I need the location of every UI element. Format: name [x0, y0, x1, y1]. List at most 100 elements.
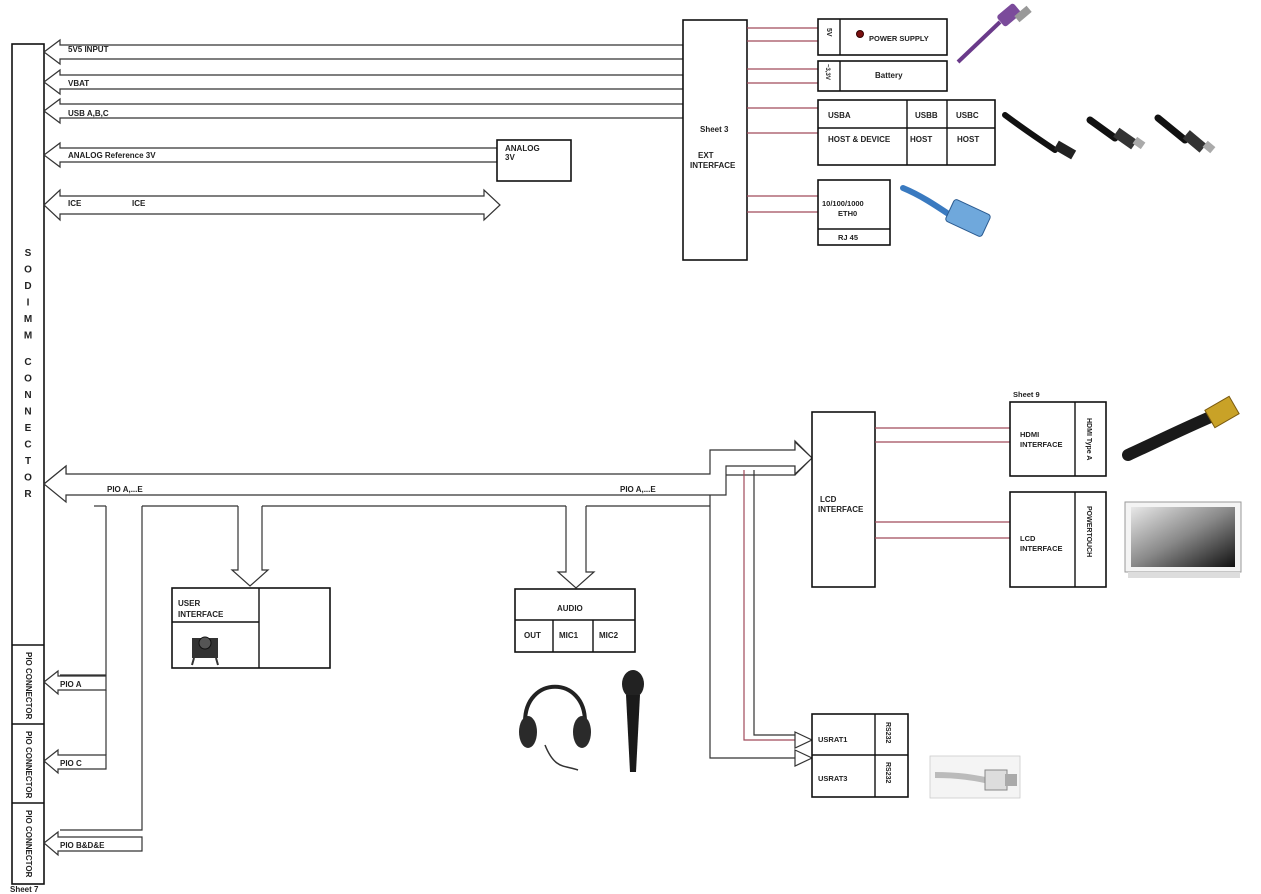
- ethernet-box: 10/100/1000 ETH0 RJ 45: [817, 179, 891, 246]
- arrow-to-usart3: [794, 749, 814, 767]
- sodimm-letter: O: [24, 473, 32, 484]
- sodimm-letter: N: [24, 407, 31, 418]
- lcd2-line2: INTERFACE: [1020, 544, 1063, 553]
- monitor-icon: [1124, 501, 1242, 578]
- arrow-ice: [43, 188, 501, 222]
- hdmi-line1: HDMI: [1020, 430, 1039, 439]
- arrow-to-audio: [556, 506, 596, 589]
- label-ice-mid: ICE: [132, 199, 146, 208]
- rs232-label-1: RS232: [884, 722, 891, 744]
- pio-connector-label-2: PIO CONNECTOR: [24, 731, 33, 799]
- lcd-interface-box: LCD INTERFACE: [811, 411, 876, 588]
- headphones-icon: [519, 684, 591, 771]
- usart-bus: [709, 470, 814, 767]
- arrow-to-user-interface: [230, 506, 270, 587]
- eth-line1: 10/100/1000: [822, 199, 864, 208]
- sodimm-letter: R: [24, 489, 32, 500]
- ext-line2: INTERFACE: [690, 161, 736, 170]
- sodimm-letter: O: [24, 265, 32, 276]
- pio-connector-label-3: PIO CONNECTOR: [24, 810, 33, 878]
- sodimm-letter: I: [27, 298, 30, 309]
- label-pio-left: PIO A,...E: [107, 485, 143, 494]
- power-indicator-icon: [856, 30, 864, 38]
- analog-box-line2: 3V: [505, 153, 515, 162]
- analog-box-line1: ANALOG: [505, 144, 540, 153]
- usart3-label: USRAT3: [818, 774, 847, 783]
- lcd2-side-label: POWERTOUCH: [1085, 506, 1092, 557]
- arrow-pio-c: [43, 748, 107, 775]
- audio-box: AUDIO OUT MIC1 MIC2: [514, 588, 636, 653]
- usbb-label: USBB: [915, 111, 938, 120]
- lcd-main-line2: INTERFACE: [818, 505, 864, 514]
- sodimm-letter: C: [24, 440, 31, 451]
- usba-label: USBA: [828, 111, 851, 120]
- analog-3v-box: ANALOG 3V: [496, 139, 572, 182]
- sodimm-letter: T: [25, 456, 31, 467]
- user-if-line2: INTERFACE: [178, 610, 224, 619]
- host-device-label: HOST & DEVICE: [828, 135, 891, 144]
- user-interface-box: USER INTERFACE: [171, 587, 331, 669]
- ext-interface-box: Sheet 3 EXT INTERFACE: [682, 19, 748, 261]
- sodimm-letter: N: [24, 390, 31, 401]
- label-pio-a: PIO A: [60, 680, 82, 689]
- label-vbat: VBAT: [68, 79, 89, 88]
- lcd-powertouch-box: LCD INTERFACE POWERTOUCH: [1009, 491, 1107, 588]
- battery-label: Battery: [875, 71, 903, 80]
- lcd-wires: [875, 427, 1010, 539]
- hdmi-sheet-label: Sheet 9: [1013, 390, 1040, 399]
- ethernet-cable-icon: [900, 185, 991, 237]
- power-supply-label: POWER SUPPLY: [869, 34, 929, 43]
- usart-box: USRAT1 USRAT3 RS232 RS232: [811, 713, 909, 798]
- sodimm-letter: E: [25, 423, 32, 434]
- hdmi-cable-icon: [1122, 395, 1240, 461]
- eth-line2: ETH0: [838, 209, 857, 218]
- usb-cable-icon: [1002, 112, 1216, 160]
- label-pio-right: PIO A,...E: [620, 485, 656, 494]
- audio-mic1: MIC1: [559, 631, 579, 640]
- pio-connector-label-1: PIO CONNECTOR: [24, 652, 33, 720]
- battery-box: ~3,3V Battery: [817, 60, 948, 92]
- label-5v5-input: 5V5 INPUT: [68, 45, 109, 54]
- rs232-label-2: RS232: [884, 762, 891, 784]
- label-ice-left: ICE: [68, 199, 82, 208]
- usbc-label: USBC: [956, 111, 979, 120]
- hdmi-side-label: HDMI Type A: [1085, 418, 1092, 460]
- arrow-pio-bde: [43, 830, 143, 857]
- label-pio-c: PIO C: [60, 759, 82, 768]
- arrow-to-usart1: [794, 731, 814, 749]
- lcd2-line1: LCD: [1020, 534, 1036, 543]
- serial-cable-icon: [929, 755, 1021, 799]
- audio-mic2: MIC2: [599, 631, 619, 640]
- lcd-main-line1: LCD: [820, 495, 837, 504]
- power-side-label: 5V: [825, 28, 832, 37]
- sodimm-letter: S: [25, 248, 32, 259]
- label-pio-bde: PIO B&D&E: [60, 841, 105, 850]
- power-plug-icon: [956, 3, 1032, 64]
- push-button-icon: [191, 636, 219, 666]
- host1-label: HOST: [910, 135, 932, 144]
- sodimm-letter: C: [24, 357, 31, 368]
- host2-label: HOST: [957, 135, 979, 144]
- ext-line1: EXT: [698, 151, 714, 160]
- audio-out: OUT: [524, 631, 541, 640]
- ext-wires: [747, 27, 818, 213]
- microphone-icon: [622, 670, 644, 772]
- label-analog-reference: ANALOG Reference 3V: [68, 151, 156, 160]
- sodimm-letter: D: [24, 281, 31, 292]
- arrow-pio-a: [43, 669, 107, 696]
- label-usb: USB A,B,C: [68, 109, 109, 118]
- power-supply-box: 5V POWER SUPPLY: [817, 18, 948, 56]
- sodimm-letter: M: [24, 331, 32, 342]
- sheet-7-label: Sheet 7: [10, 885, 39, 894]
- usart1-label: USRAT1: [818, 735, 847, 744]
- rj45-label: RJ 45: [838, 233, 858, 242]
- sodimm-letter: O: [24, 374, 32, 385]
- battery-side-label: ~3,3V: [824, 64, 830, 80]
- hdmi-line2: INTERFACE: [1020, 440, 1063, 449]
- sodimm-letter: M: [24, 314, 32, 325]
- user-if-line1: USER: [178, 599, 200, 608]
- usb-box: USBA USBB USBC HOST & DEVICE HOST HOST: [817, 99, 996, 166]
